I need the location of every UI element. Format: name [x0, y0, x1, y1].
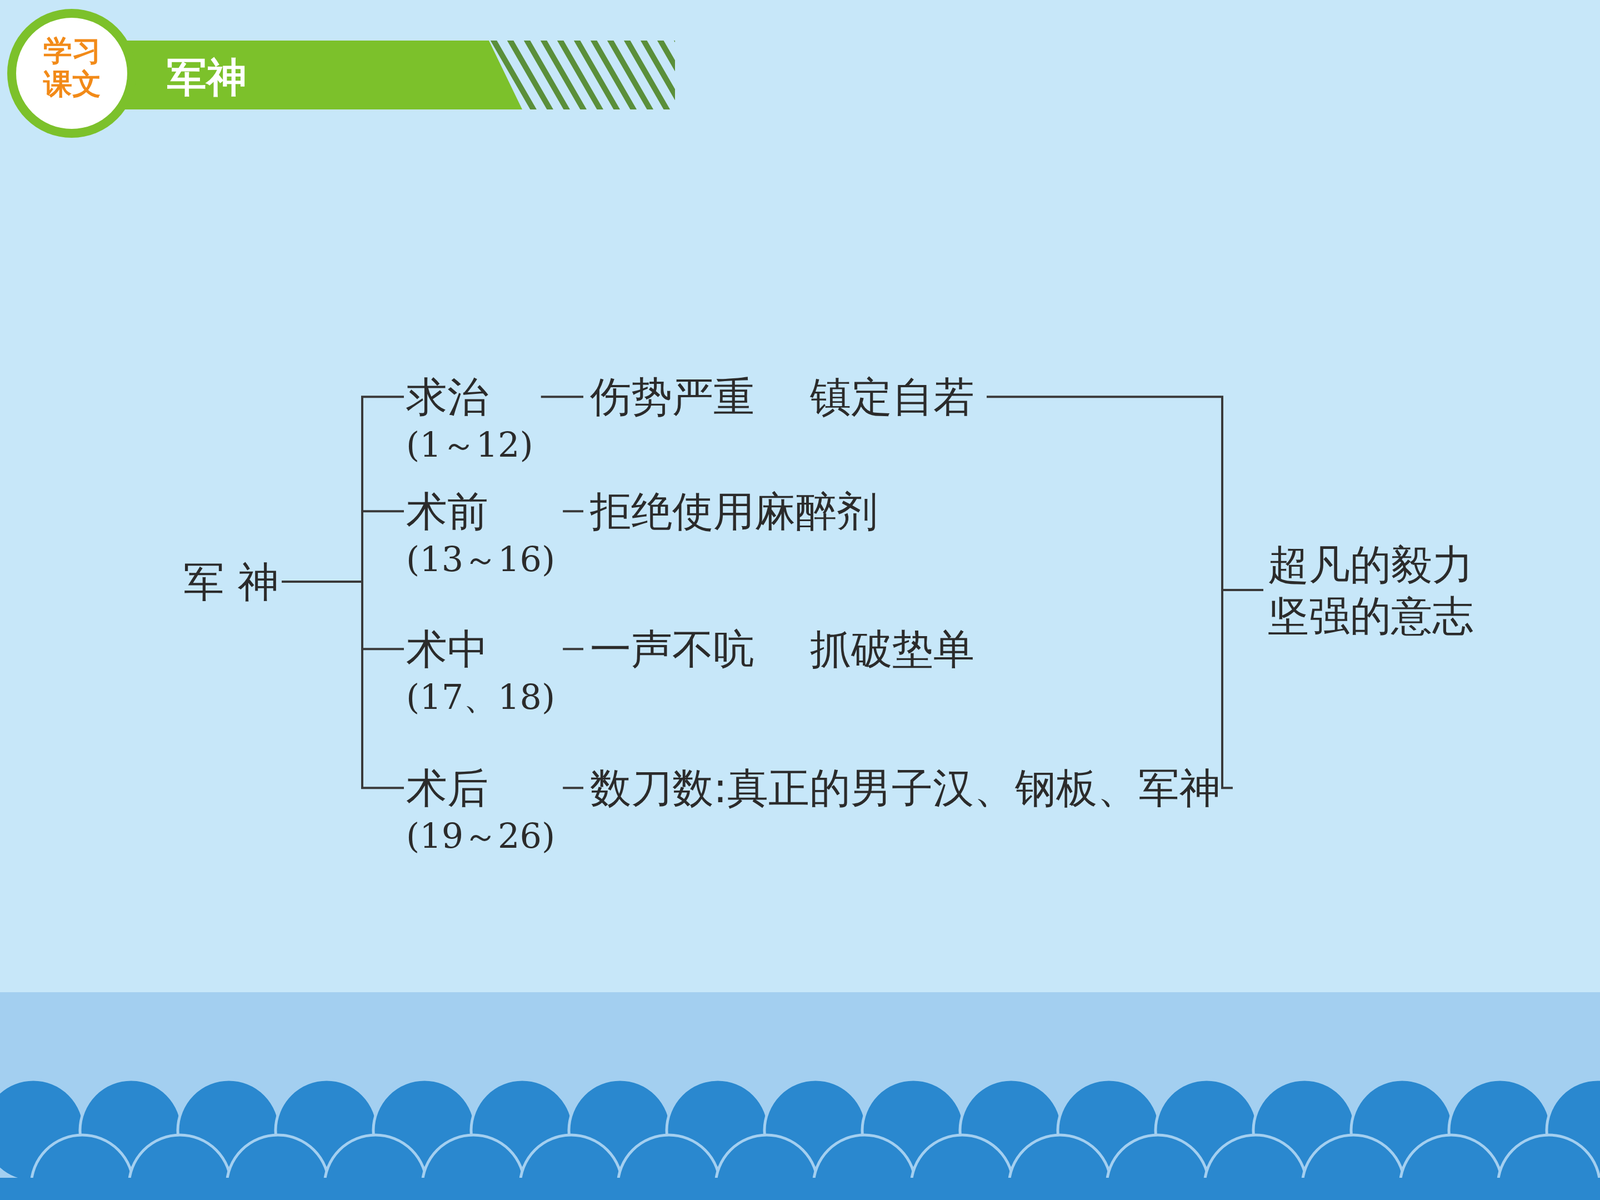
bracket-connector: [541, 395, 584, 398]
conclusion: 超凡的毅力坚强的意志: [1267, 538, 1474, 642]
paragraph-range: (17、18): [406, 675, 555, 720]
scallop-row: [0, 1079, 1600, 1200]
badge-label: 学习 课文: [33, 34, 112, 102]
node-text: 拒绝使用麻醉剂: [590, 485, 878, 538]
bracket-connector: [562, 786, 584, 789]
badge-circle: [16, 17, 128, 129]
node-text: 一声不吭: [590, 623, 755, 675]
scallop-base: [0, 1177, 1600, 1200]
node-text: 坚强的意志: [1267, 590, 1474, 642]
bracket-connector: [562, 510, 584, 513]
stage-description: 伤势严重 镇定自若: [590, 371, 975, 423]
stage-label: 术前(13～16): [406, 485, 555, 582]
paragraph-range: (13～16): [406, 537, 555, 583]
node-text: 镇定自若: [810, 371, 975, 423]
node-text: 求治: [406, 371, 534, 423]
bracket-connector: [282, 581, 404, 788]
stage-description: 拒绝使用麻醉剂: [590, 485, 878, 538]
node-text: 术后: [406, 762, 555, 814]
paragraph-range: (19～26): [406, 813, 555, 859]
root-topic: 军 神: [183, 556, 279, 608]
node-text: 超凡的毅力: [1267, 538, 1474, 591]
stage-label: 术后(19～26): [406, 762, 555, 859]
bracket-connector: [562, 647, 584, 650]
node-text: 抓破垫单: [810, 623, 975, 675]
node-text: 军 神: [183, 556, 279, 608]
paragraph-range: (1～12): [406, 422, 534, 468]
node-text: 伤势严重: [590, 371, 755, 423]
bracket-connector: [282, 511, 404, 582]
node-text: 术前: [406, 485, 555, 538]
stage-description: 一声不吭 抓破垫单: [590, 623, 975, 675]
node-text: 术中: [406, 623, 555, 675]
badge-ring: [7, 8, 137, 138]
stage-description: 数刀数:真正的男子汉、钢板、军神: [590, 762, 1221, 814]
header-bar: [111, 40, 523, 110]
bracket-connector: [1222, 590, 1264, 788]
bracket-connector: [282, 581, 404, 649]
stage-label: 求治(1～12): [406, 371, 534, 468]
node-text: 数刀数:真正的男子汉、钢板、军神: [590, 762, 1221, 814]
bracket-connector: [282, 396, 404, 582]
bracket-connector: [986, 396, 1264, 590]
stage-label: 术中(17、18): [406, 623, 555, 720]
slide-title: 军神: [166, 51, 247, 105]
